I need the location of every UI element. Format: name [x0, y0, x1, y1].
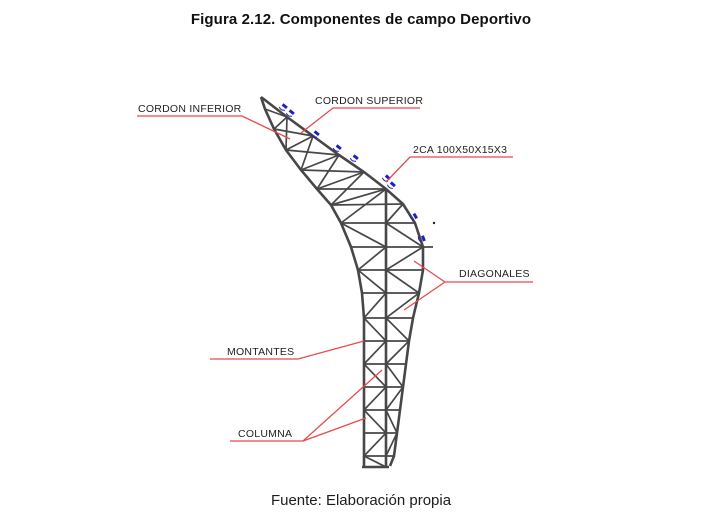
leader-montantes [210, 340, 365, 360]
node-marker-icon [332, 144, 342, 152]
label-columna: COLUMNA [238, 428, 293, 440]
label-cordon-inferior: CORDON INFERIOR [138, 103, 242, 115]
label-profile: 2CA 100X50X15X3 [413, 144, 508, 156]
leader-cordon-superior [300, 107, 420, 134]
node-marker-icon [349, 154, 359, 162]
node-marker-icon [409, 212, 418, 221]
leader-columna-lower [302, 417, 367, 442]
diagonales-members [340, 222, 425, 468]
node-marker-icon [310, 130, 320, 138]
node-marker-icon [386, 181, 396, 189]
leader-diagonales-lower [403, 281, 446, 311]
figure-source: Fuente: Elaboración propia [270, 492, 452, 509]
leader-cordon-inferior [137, 115, 291, 140]
column-vertical-chord [362, 190, 389, 469]
reference-dot [432, 221, 436, 225]
leader-profile [385, 156, 513, 183]
figure-title: Figura 2.12. Componentes de campo Deport… [190, 11, 532, 28]
label-cordon-superior: CORDON SUPERIOR [315, 95, 424, 107]
blue-node-markers [278, 103, 426, 243]
node-marker-icon [285, 109, 295, 117]
upper-web-members [264, 108, 404, 224]
node-marker-icon [417, 235, 426, 243]
label-diagonales: DIAGONALES [459, 268, 530, 280]
label-montantes: MONTANTES [227, 346, 295, 358]
node-marker-icon [278, 103, 288, 111]
leader-lines [137, 107, 533, 442]
